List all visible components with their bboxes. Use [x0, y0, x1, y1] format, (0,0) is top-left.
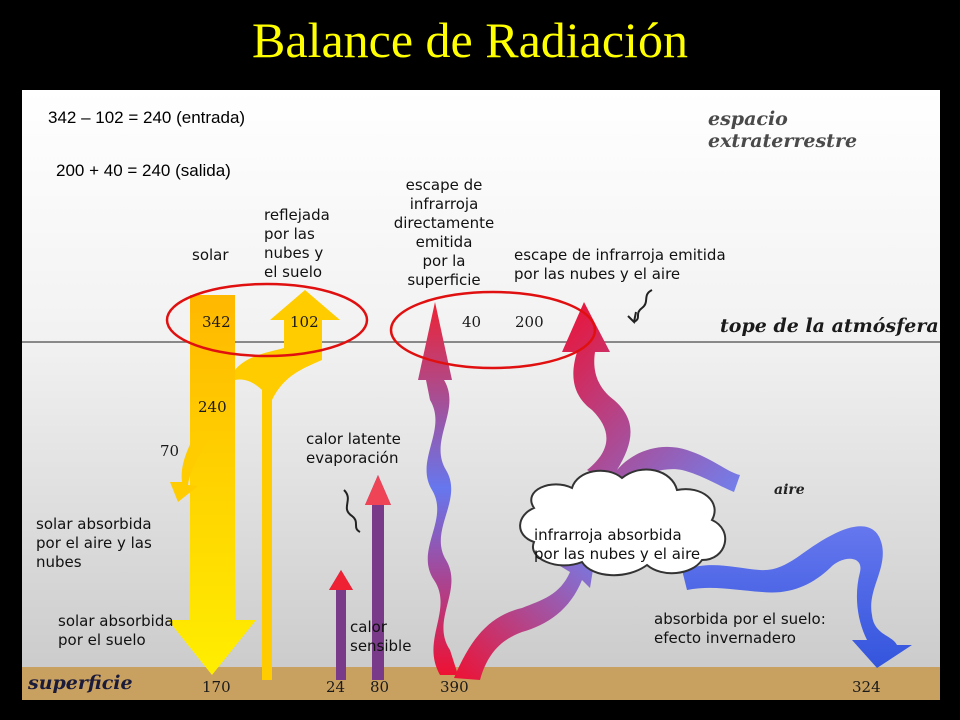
value-back-radiation: 324	[852, 678, 881, 696]
latent-heat-arrow	[365, 475, 391, 680]
value-sensible: 24	[326, 678, 346, 696]
ir-surface-arrow	[454, 545, 597, 680]
ir-direct-label: escape de infrarroja directamente emitid…	[393, 176, 495, 289]
greenhouse-label: absorbida por el suelo: efecto invernade…	[654, 610, 826, 647]
space-label: espacio extraterrestre	[708, 108, 858, 152]
air-label: aire	[774, 482, 805, 498]
solar-absorbed-air-label: solar absorbida por el aire y las nubes	[36, 515, 152, 571]
equation-incoming: 342 – 102 = 240 (entrada)	[48, 108, 246, 127]
latent-heat-label: calor latente evaporación	[306, 430, 401, 467]
cloud-shape	[519, 468, 727, 577]
reflected-arrow	[235, 290, 340, 680]
value-surface-solar: 170	[202, 678, 231, 696]
value-absorbed-total: 240	[198, 398, 227, 416]
back-radiation-arrow	[682, 526, 912, 668]
diagram-graphics	[22, 90, 940, 700]
value-latent: 80	[370, 678, 390, 696]
surface-label: superficie	[28, 672, 133, 694]
solar-incoming-arrow	[168, 295, 256, 675]
value-solar-in: 342	[202, 313, 231, 331]
value-reflected: 102	[290, 313, 319, 331]
toa-label: tope de la atmósfera	[720, 315, 939, 337]
radiation-diagram: 342 – 102 = 240 (entrada) 200 + 40 = 240…	[22, 90, 940, 700]
solar-absorbed-surface-label: solar absorbida por el suelo	[58, 612, 174, 649]
highlight-outgoing-ellipse	[389, 290, 597, 370]
sensible-heat-label: calor sensible	[350, 618, 412, 655]
value-ir-clouds: 200	[515, 313, 544, 331]
value-absorbed-air: 70	[160, 442, 180, 460]
ir-direct-arrow	[418, 302, 458, 675]
slide-title: Balance de Radiación	[252, 12, 688, 68]
sensible-heat-arrow	[329, 570, 353, 680]
value-surface-ir: 390	[440, 678, 469, 696]
ir-clouds-label: escape de infrarroja emitida por las nub…	[514, 246, 726, 283]
solar-air-branch	[170, 430, 212, 502]
sky-background	[22, 90, 940, 700]
solar-label: solar	[192, 246, 229, 264]
ir-cloud-escape-arrow	[562, 302, 740, 492]
equation-outgoing: 200 + 40 = 240 (salida)	[56, 161, 231, 180]
value-ir-direct: 40	[462, 313, 482, 331]
reflected-label: reflejada por las nubes y el suelo	[264, 206, 330, 281]
ir-absorbed-label: infrarroja absorbida por las nubes y el …	[534, 526, 701, 563]
highlight-incoming-ellipse	[165, 282, 369, 358]
